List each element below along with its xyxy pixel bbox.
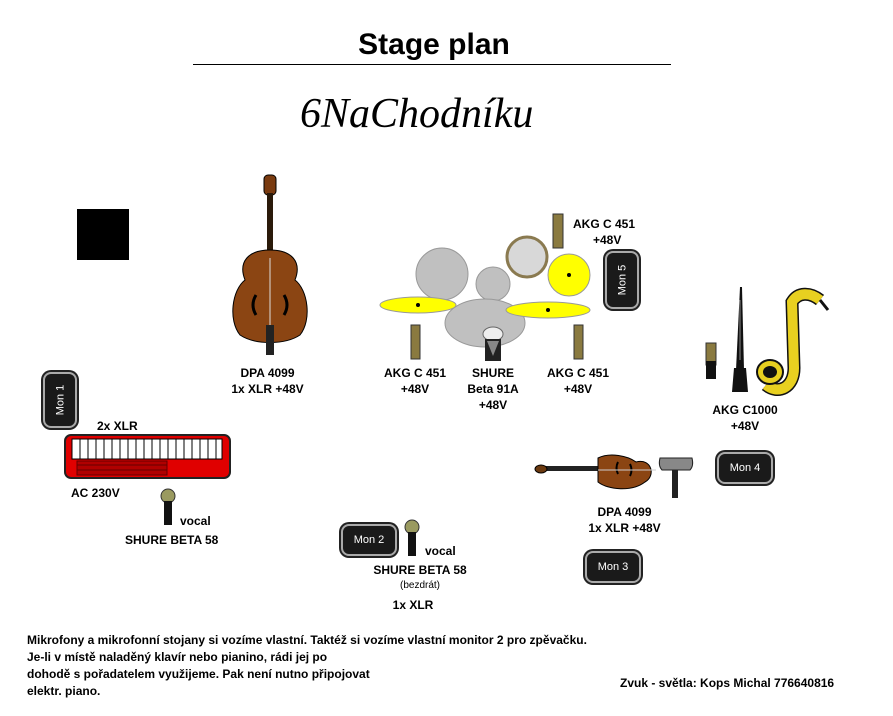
notes-line-4: elektr. piano. bbox=[27, 684, 101, 698]
violin-mic-model: DPA 4099 bbox=[597, 505, 652, 519]
keys-power-label: AC 230V bbox=[71, 486, 120, 500]
notes-line-1: Mikrofony a mikrofonní stojany si vozíme… bbox=[27, 633, 587, 647]
notes-block: Mikrofony a mikrofonní stojany si vozíme… bbox=[27, 632, 667, 700]
overhead-top-mic: AKG C 451 bbox=[573, 217, 636, 231]
sax-mic-label: AKG C1000 +48V bbox=[700, 402, 790, 434]
monitor-1-label: Mon 1 bbox=[54, 384, 67, 416]
monitor-2-label: Mon 2 bbox=[353, 534, 385, 546]
monitor-5-label: Mon 5 bbox=[616, 264, 629, 296]
kick-mic-phantom: +48V bbox=[478, 398, 508, 412]
keys-xlr-label: 2x XLR bbox=[97, 419, 138, 433]
vocal2-mic-block: SHURE BETA 58 (bezdrát) 1x XLR bbox=[360, 562, 480, 613]
notes-line-3: dohodě s pořadatelem využijeme. Pak není… bbox=[27, 667, 370, 681]
vocal-mic-2-icon bbox=[404, 519, 420, 556]
bass-mic-model: DPA 4099 bbox=[240, 366, 295, 380]
notes-line-2: Je-li v místě naladěný klavír nebo piani… bbox=[27, 650, 328, 664]
keyboard-icon bbox=[64, 434, 231, 479]
vocal1-label: vocal bbox=[180, 514, 211, 528]
kick-mic-label: SHURE Beta 91A +48V bbox=[458, 365, 528, 413]
dpa-4099-violin-mic-icon bbox=[658, 457, 694, 498]
kick-mic-model: Beta 91A bbox=[467, 382, 519, 396]
clarinet-icon bbox=[732, 287, 748, 392]
monitor-2: Mon 2 bbox=[341, 524, 397, 556]
title-underline bbox=[193, 64, 671, 65]
monitor-5: Mon 5 bbox=[605, 251, 639, 309]
sax-mic-phantom: +48V bbox=[730, 419, 760, 433]
akg-c451-left-mic-icon bbox=[410, 324, 421, 360]
band-name: 6NaChodníku bbox=[300, 91, 534, 137]
page-title: Stage plan bbox=[358, 28, 510, 61]
vocal1-mic-label: SHURE BETA 58 bbox=[125, 533, 219, 547]
drums-left-mic: AKG C 451 bbox=[383, 366, 447, 380]
vocal2-wireless-note: (bezdrát) bbox=[399, 580, 440, 591]
drums-right-phantom: +48V bbox=[563, 382, 593, 396]
vocal2-mic-model: SHURE BETA 58 bbox=[373, 563, 467, 577]
violin-icon bbox=[534, 454, 656, 490]
black-square bbox=[77, 209, 129, 260]
monitor-3-label: Mon 3 bbox=[597, 561, 629, 573]
saxophone-icon bbox=[756, 287, 830, 396]
bass-mic-label: DPA 4099 1x XLR +48V bbox=[215, 365, 320, 397]
drum-kit-icon bbox=[379, 235, 591, 361]
drums-left-phantom: +48V bbox=[400, 382, 430, 396]
sax-mic-model: AKG C1000 bbox=[712, 403, 778, 417]
monitor-4-label: Mon 4 bbox=[729, 462, 761, 474]
violin-mic-label: DPA 4099 1x XLR +48V bbox=[572, 504, 677, 536]
monitor-4: Mon 4 bbox=[717, 452, 773, 484]
vocal-mic-1-icon bbox=[160, 488, 176, 525]
akg-c1000-mic-icon bbox=[705, 342, 717, 379]
vocal2-mic-conn: 1x XLR bbox=[392, 598, 434, 612]
monitor-3: Mon 3 bbox=[585, 551, 641, 583]
kick-mic-brand: SHURE bbox=[471, 366, 514, 380]
overhead-top-label: AKG C 451 +48V bbox=[573, 216, 635, 248]
violin-mic-conn: 1x XLR +48V bbox=[588, 521, 661, 535]
drums-right-mic: AKG C 451 bbox=[546, 366, 610, 380]
contact-info: Zvuk - světla: Kops Michal 776640816 bbox=[620, 676, 835, 690]
akg-c451-right-mic-icon bbox=[573, 324, 584, 360]
bass-mic-conn: 1x XLR +48V bbox=[231, 382, 304, 396]
double-bass-icon bbox=[232, 174, 308, 355]
drums-right-label: AKG C 451 +48V bbox=[538, 365, 618, 397]
drums-left-label: AKG C 451 +48V bbox=[375, 365, 455, 397]
overhead-top-phantom: +48V bbox=[593, 233, 622, 247]
akg-c451-top-mic-icon bbox=[552, 213, 564, 249]
vocal2-label: vocal bbox=[425, 544, 456, 558]
monitor-1: Mon 1 bbox=[43, 372, 77, 428]
